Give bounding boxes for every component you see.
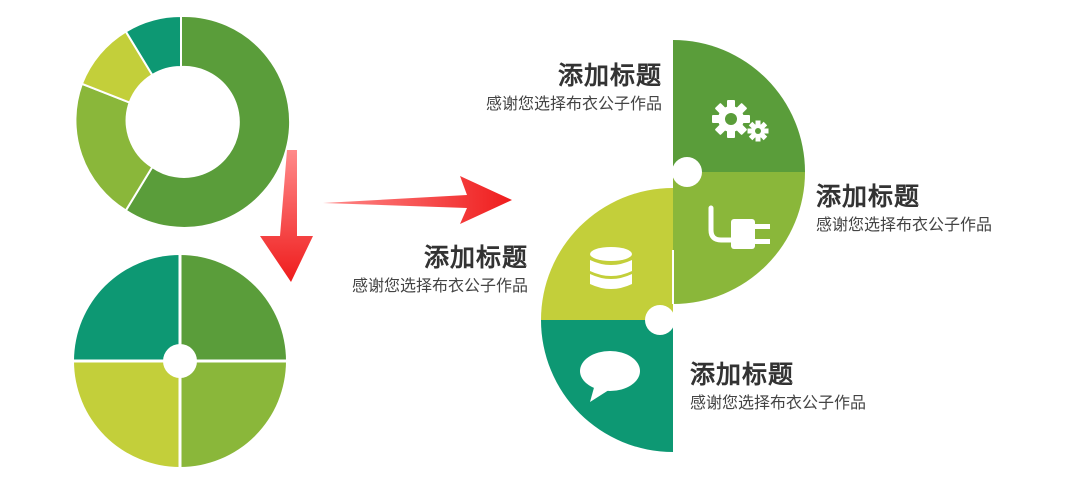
quarter-bottom-right [180,361,286,467]
plug-icon [708,205,770,249]
database-icon [590,247,632,289]
label-bottom-desc: 感谢您选择布衣公子作品 [690,393,867,412]
down-arrow [260,150,313,282]
quarter-bottom-left [74,361,180,467]
donut-segment-teal [124,14,182,77]
label-top-title: 添加标题 [557,61,662,90]
label-middle-right-desc: 感谢您选择布衣公子作品 [816,215,993,234]
gears-icon [712,100,769,142]
quarter-top-left [74,255,180,361]
label-middle-left-title: 添加标题 [423,243,528,272]
quarter-top-right [180,255,286,361]
label-middle-right: 添加标题 感谢您选择布衣公子作品 [816,181,1056,237]
quartered-circle-hub [163,344,197,378]
label-middle-left: 添加标题 感谢您选择布衣公子作品 [296,242,528,298]
quartered-circle [74,255,286,467]
label-bottom-title: 添加标题 [690,360,795,389]
label-top: 添加标题 感谢您选择布衣公子作品 [430,60,662,116]
label-middle-left-desc: 感谢您选择布衣公子作品 [351,276,528,295]
label-middle-right-title: 添加标题 [816,182,921,211]
donut-chart [74,14,292,229]
donut-segment-dark-green [124,14,292,229]
label-bottom: 添加标题 感谢您选择布衣公子作品 [690,359,930,415]
label-top-desc: 感谢您选择布衣公子作品 [485,94,662,113]
donut-segment-mid-green [74,82,154,212]
right-arrow [323,176,512,224]
speech-bubble-icon [580,351,640,402]
